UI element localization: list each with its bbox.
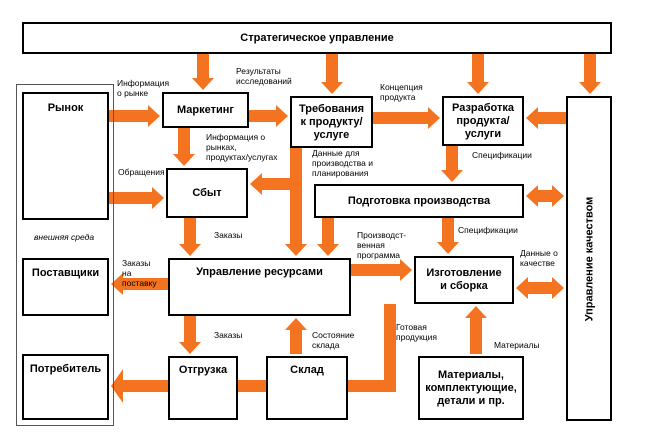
market-label: Рынок xyxy=(47,102,84,114)
arrow-strategic-to-marketing xyxy=(192,54,214,90)
market-box: Рынок xyxy=(22,92,109,220)
arrow-strategic-to-development xyxy=(467,54,489,94)
label-specs-1: Спецификации xyxy=(472,150,532,160)
development-box: Разработка продукта/ услуги xyxy=(442,96,524,146)
label-info-markets: Информация о рынках, продуктах/услугах xyxy=(206,132,278,162)
arrow-preparation-to-resources xyxy=(317,218,339,256)
arrow-market-to-sales xyxy=(109,187,164,209)
label-production-program: Производст- венная программа xyxy=(357,230,407,260)
sales-label: Сбыт xyxy=(192,186,222,199)
quality-management-text: Управление качеством xyxy=(566,96,612,421)
suppliers-box: Поставщики xyxy=(22,258,109,316)
production-preparation-box: Подготовка производства xyxy=(314,184,524,218)
quality-management-label: Управление качеством xyxy=(583,196,596,321)
external-environment-frame xyxy=(16,84,114,426)
quality-management-box xyxy=(566,96,612,421)
production-preparation-label: Подготовка производства xyxy=(347,194,491,207)
strategic-management-box: Стратегическое управление xyxy=(22,22,612,54)
label-specs-2: Спецификации xyxy=(458,225,518,235)
label-warehouse-state: Состояние склада xyxy=(312,330,355,350)
label-orders-1: Заказы xyxy=(214,230,243,240)
warehouse-label: Склад xyxy=(290,364,324,376)
arrow-preparation-to-manufacturing xyxy=(437,218,459,254)
label-finished-products: Готовая продукция xyxy=(396,322,438,342)
requirements-box: Требования к продукту/ услуге xyxy=(290,96,373,148)
arrow-materials-to-manufacturing xyxy=(465,306,487,354)
manufacturing-label: Изготовление и сборка xyxy=(426,267,502,292)
marketing-box: Маркетинг xyxy=(162,92,249,128)
materials-label: Материалы, комплектующие, детали и пр. xyxy=(425,368,517,407)
manufacturing-box: Изготовление и сборка xyxy=(414,256,514,304)
label-research-results: Результаты исследований xyxy=(236,66,292,86)
arrow-strategic-to-quality xyxy=(579,54,601,94)
arrow-quality-to-development xyxy=(526,107,566,129)
arrow-marketing-to-sales xyxy=(173,128,195,166)
arrow-requirements-to-sales xyxy=(250,173,290,195)
consumer-label: Потребитель xyxy=(29,363,102,375)
label-appeals: Обращения xyxy=(118,167,165,177)
label-orders-2: Заказы xyxy=(214,330,243,340)
arrow-resources-to-shipment xyxy=(179,316,201,354)
label-market-info: Информация о рынке xyxy=(117,78,170,98)
arrow-market-to-marketing xyxy=(109,105,160,127)
arrow-requirements-to-development xyxy=(373,107,440,129)
development-label: Разработка продукта/ услуги xyxy=(452,101,514,140)
label-quality-data: Данные о качестве xyxy=(520,248,558,268)
label-product-concept: Концепция продукта xyxy=(380,82,423,102)
shipment-box: Отгрузка xyxy=(168,356,238,420)
arrow-manufacturing-to-consumer xyxy=(111,304,396,403)
arrow-resources-to-suppliers xyxy=(111,273,168,295)
resource-management-box: Управление ресурсами xyxy=(168,258,351,316)
arrow-sales-to-resources xyxy=(179,218,201,256)
arrow-requirements-to-resources xyxy=(285,148,307,256)
label-production-data: Данные для производства и планирования xyxy=(312,148,374,178)
label-supply-orders: Заказы на поставку xyxy=(122,258,157,288)
arrow-marketing-to-requirements xyxy=(249,105,288,127)
label-materials: Материалы xyxy=(494,340,540,350)
label-external-environment: внешняя среда xyxy=(34,232,95,242)
warehouse-box: Склад xyxy=(266,356,348,420)
arrow-warehouse-to-resources xyxy=(285,318,307,354)
suppliers-label: Поставщики xyxy=(31,267,100,279)
consumer-box: Потребитель xyxy=(22,354,109,420)
marketing-label: Маркетинг xyxy=(177,103,234,116)
strategic-management-label: Стратегическое управление xyxy=(240,31,394,44)
materials-box: Материалы, комплектующие, детали и пр. xyxy=(418,356,524,420)
sales-box: Сбыт xyxy=(166,168,248,218)
arrow-preparation-quality xyxy=(526,185,564,207)
shipment-label: Отгрузка xyxy=(178,364,228,376)
arrow-development-to-preparation xyxy=(441,146,463,182)
arrow-strategic-to-requirements xyxy=(321,54,343,94)
resource-management-label: Управление ресурсами xyxy=(196,266,323,278)
arrow-resources-to-manufacturing xyxy=(351,259,412,281)
requirements-label: Требования к продукту/ услуге xyxy=(298,102,365,141)
arrow-manufacturing-quality xyxy=(516,277,564,299)
